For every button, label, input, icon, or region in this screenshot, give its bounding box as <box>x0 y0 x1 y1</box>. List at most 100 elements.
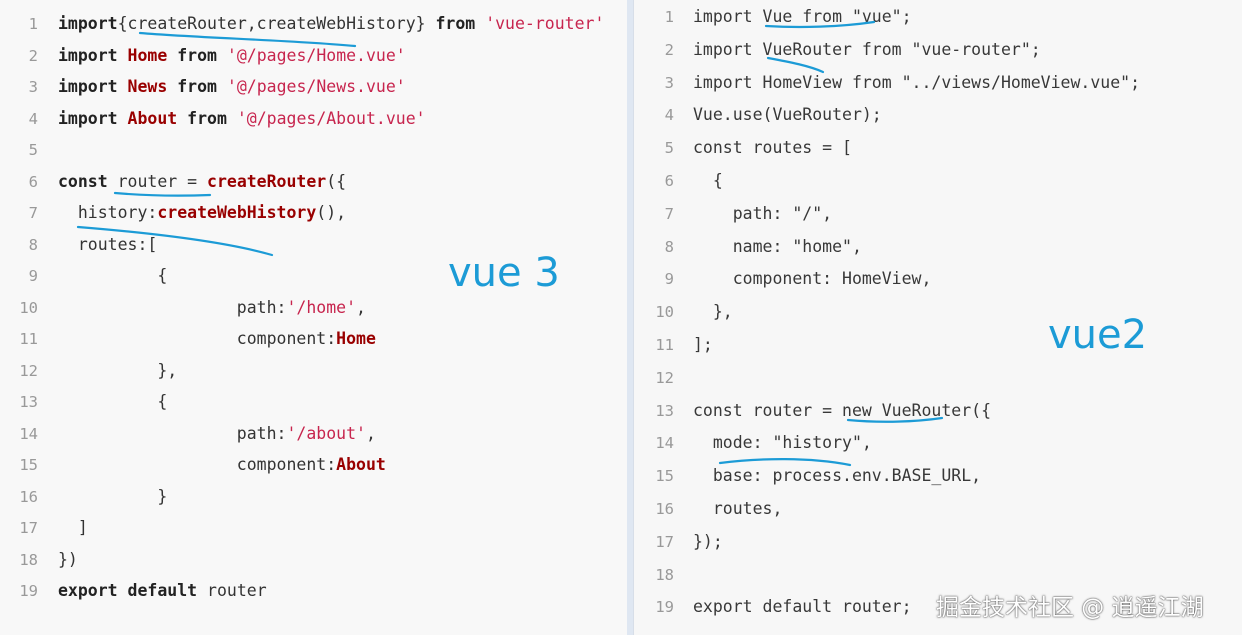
right-code-line: 4 Vue.use(VueRouter); <box>634 100 1242 130</box>
code-token: from <box>187 108 227 128</box>
code-token: component: HomeView, <box>693 269 932 289</box>
code-token <box>475 14 485 33</box>
right-code-line: 6 { <box>634 166 1242 196</box>
vue3-annotation: vue 3 <box>448 250 560 296</box>
code-token: path: <box>58 423 287 443</box>
left-code-line: 15 component:About <box>0 450 627 480</box>
line-number: 5 <box>664 139 674 158</box>
code-token: router <box>197 581 267 600</box>
line-number: 10 <box>19 298 38 317</box>
code-token <box>177 109 187 128</box>
line-number: 8 <box>664 237 674 256</box>
line-number: 11 <box>655 336 674 354</box>
code-text: import Vue from "vue"; <box>693 2 912 32</box>
code-token: routes, <box>693 499 783 518</box>
line-number: 10 <box>655 303 674 322</box>
code-token: from <box>177 45 217 65</box>
code-token: history: <box>58 203 158 222</box>
right-code-line: 14 mode: "history", <box>634 428 1242 458</box>
right-code-line: 17}); <box>634 527 1242 557</box>
line-number: 16 <box>655 500 674 518</box>
code-token: import <box>58 45 118 65</box>
code-text: import News from '@/pages/News.vue' <box>58 72 406 102</box>
code-token: name: "home", <box>693 236 862 256</box>
code-token <box>167 77 177 96</box>
line-number: 14 <box>655 434 674 453</box>
left-code-line: 12 }, <box>0 356 627 386</box>
code-text: Vue.use(VueRouter); <box>693 100 882 130</box>
code-token: import HomeView from "../views/HomeView.… <box>693 72 1141 92</box>
code-token: path: "/", <box>693 203 833 223</box>
line-number: 6 <box>664 172 674 190</box>
line-number: 4 <box>664 106 674 125</box>
code-text: }, <box>693 297 733 327</box>
code-text: { <box>58 261 167 291</box>
code-token: '/home' <box>286 297 357 317</box>
code-text: path:'/home', <box>58 293 366 323</box>
code-token: base: process.env.BASE_URL, <box>693 466 982 486</box>
code-text: ]; <box>693 330 713 360</box>
code-text: mode: "history", <box>693 428 872 458</box>
code-token: '@/pages/About.vue' <box>236 108 426 128</box>
line-number: 3 <box>664 73 674 92</box>
line-number: 5 <box>28 141 38 159</box>
code-text: import Home from '@/pages/Home.vue' <box>58 41 406 71</box>
code-token: import <box>58 77 118 96</box>
code-token: Home <box>336 329 376 348</box>
right-code-line: 3 import HomeView from "../views/HomeView… <box>634 68 1242 98</box>
line-number: 15 <box>655 467 674 486</box>
code-token: (), <box>316 203 347 222</box>
left-code-line: 9 { <box>0 261 627 291</box>
line-number: 7 <box>664 204 674 223</box>
left-code-line: 18}) <box>0 545 627 575</box>
right-code-line: 8 name: "home", <box>634 232 1242 262</box>
code-text: import VueRouter from "vue-router"; <box>693 35 1041 65</box>
code-text: }, <box>58 356 177 386</box>
left-code-line: 16 } <box>0 482 627 512</box>
code-token: ] <box>58 518 88 537</box>
code-token: const <box>58 171 108 191</box>
right-code-line: 16 routes, <box>634 494 1242 524</box>
code-token <box>217 46 227 65</box>
code-token: component: <box>58 455 337 474</box>
code-text: }) <box>58 545 78 575</box>
code-text: { <box>58 387 167 417</box>
line-number: 1 <box>28 15 38 33</box>
code-token: createRouter <box>207 171 327 191</box>
code-text: base: process.env.BASE_URL, <box>693 461 981 491</box>
code-text: import About from '@/pages/About.vue' <box>58 104 426 134</box>
line-number: 9 <box>28 267 38 285</box>
code-text: const router = createRouter({ <box>58 167 346 197</box>
code-token: import <box>58 108 118 128</box>
code-text: routes:[ <box>58 230 157 260</box>
line-number: 6 <box>28 172 38 191</box>
code-token: ]; <box>693 335 713 354</box>
code-token <box>118 109 128 128</box>
code-text: { <box>693 166 723 196</box>
code-token: import <box>58 14 118 33</box>
line-number: 9 <box>664 270 674 289</box>
left-code-line: 10 path:'/home', <box>0 293 627 323</box>
line-number: 19 <box>655 598 674 617</box>
code-text: const router = new VueRouter({ <box>693 396 991 426</box>
left-code-line: 19 export default router <box>0 576 627 606</box>
code-text: } <box>58 482 167 512</box>
code-token: Home <box>127 45 168 65</box>
right-code-line: 12 <box>634 363 1242 393</box>
line-number: 19 <box>19 582 38 600</box>
left-code-line: 11 component:Home <box>0 324 627 354</box>
code-token <box>227 109 237 128</box>
line-number: 8 <box>28 235 38 254</box>
right-code-line: 7 path: "/", <box>634 199 1242 229</box>
line-number: 17 <box>655 532 674 551</box>
line-number: 13 <box>655 401 674 420</box>
code-text: export default router <box>58 576 267 606</box>
code-token: , <box>365 423 376 443</box>
code-token: from <box>435 14 476 33</box>
line-number: 18 <box>19 550 38 569</box>
